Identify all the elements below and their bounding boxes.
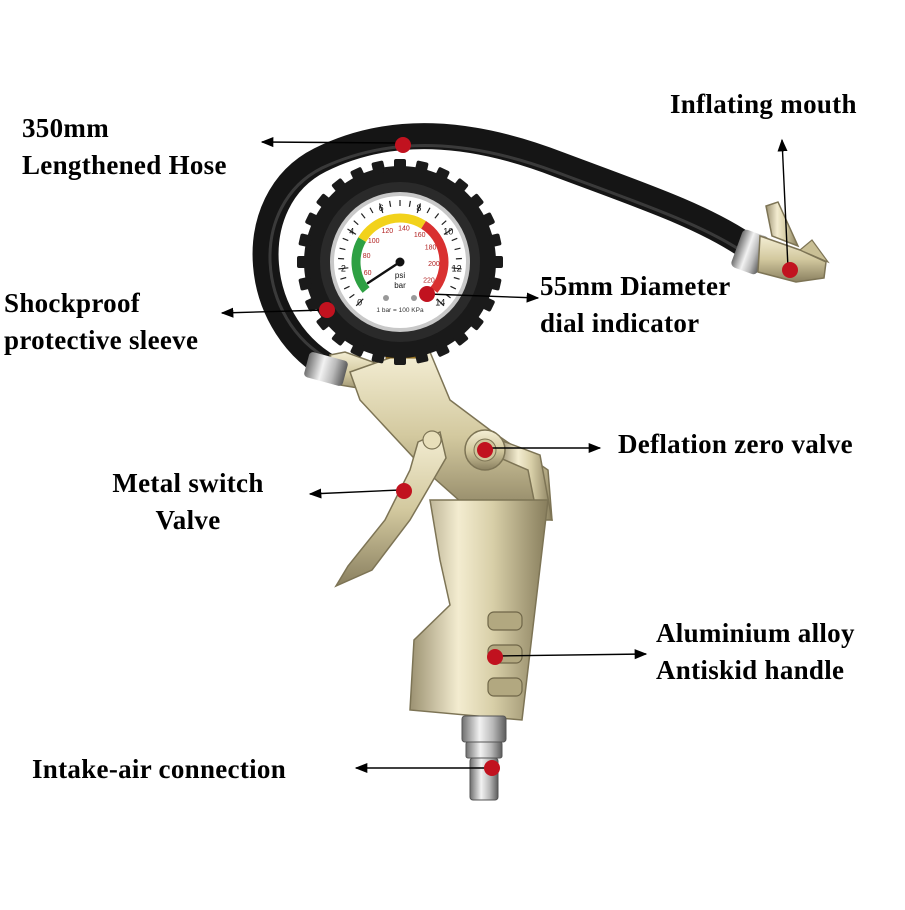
label-sleeve-line1: Shockproof	[4, 285, 198, 322]
gauge-psi-label: 2	[341, 263, 346, 273]
gauge-kpa-label: 220	[423, 277, 435, 284]
gauge-kpa-label: 100	[368, 238, 380, 245]
label-dial-line1: 55mm Diameter	[540, 268, 731, 305]
label-deflation-valve: Deflation zero valve	[618, 426, 853, 463]
marker-handle	[487, 649, 503, 665]
gauge-unit-psi: psi	[395, 271, 405, 280]
gauge-footer: 1 bar = 100 KPa	[376, 307, 424, 314]
gauge-kpa-label: 60	[364, 270, 372, 277]
gauge-psi-label: 10	[443, 227, 453, 237]
marker-sleeve	[319, 302, 335, 318]
label-intake-connection: Intake-air connection	[32, 751, 286, 788]
label-mouth-text: Inflating mouth	[670, 86, 857, 123]
marker-deflation	[477, 442, 493, 458]
marker-hose	[395, 137, 411, 153]
sleeve-tooth	[491, 256, 503, 268]
gun-body	[303, 351, 552, 720]
sleeve-tooth	[394, 159, 406, 171]
gauge-psi-label: 4	[349, 227, 354, 237]
marker-dial	[419, 286, 435, 302]
label-switch-line1: Metal switch	[96, 465, 280, 502]
gauge-psi-label: 0	[357, 297, 362, 307]
gauge-kpa-label: 180	[425, 245, 437, 252]
label-handle-line1: Aluminium alloy	[656, 615, 855, 652]
label-hose-line2: Lengthened Hose	[22, 147, 227, 184]
gauge-psi-label: 12	[452, 263, 462, 273]
gauge-psi-label: 14	[435, 297, 445, 307]
marker-intake	[484, 760, 500, 776]
inflating-mouth-chuck	[730, 202, 828, 282]
label-metal-switch: Metal switch Valve	[96, 465, 280, 539]
gauge-kpa-label: 120	[381, 228, 393, 235]
gauge-kpa-label: 160	[414, 232, 426, 239]
label-hose-line1: 350mm	[22, 110, 227, 147]
arrow-hose	[262, 142, 398, 143]
gauge-psi-label: 6	[379, 203, 384, 213]
label-sleeve-line2: protective sleeve	[4, 322, 198, 359]
label-intake-text: Intake-air connection	[32, 751, 286, 788]
gauge-kpa-label: 80	[363, 253, 371, 260]
label-shockproof-sleeve: Shockproof protective sleeve	[4, 285, 198, 359]
gauge-unit-bar: bar	[394, 281, 406, 290]
label-inflating-mouth: Inflating mouth	[670, 86, 857, 123]
marker-switch	[396, 483, 412, 499]
label-dial-indicator: 55mm Diameter dial indicator	[540, 268, 731, 342]
label-handle-line2: Antiskid handle	[656, 652, 855, 689]
label-lengthened-hose: 350mm Lengthened Hose	[22, 110, 227, 184]
gauge-kpa-label: 200	[428, 261, 440, 268]
label-antiskid-handle: Aluminium alloy Antiskid handle	[656, 615, 855, 689]
sleeve-tooth	[394, 353, 406, 365]
arrow-switch	[310, 490, 400, 494]
sleeve-tooth	[297, 256, 309, 268]
intake-air-fitting	[462, 716, 506, 800]
label-dial-line2: dial indicator	[540, 305, 731, 342]
label-deflation-text: Deflation zero valve	[618, 426, 853, 463]
gauge-kpa-label: 140	[398, 226, 410, 233]
gauge-psi-label: 8	[416, 203, 421, 213]
marker-mouth	[782, 262, 798, 278]
label-switch-line2: Valve	[96, 502, 280, 539]
